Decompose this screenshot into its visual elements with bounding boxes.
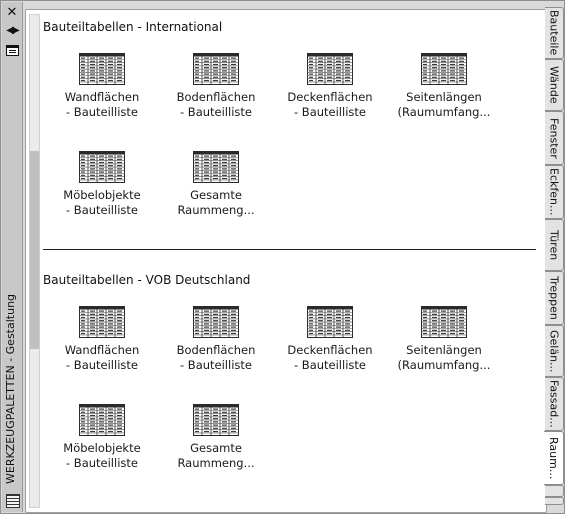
- palette-tabs: Bauteile Wände Fenster Eckfen... Türen T…: [544, 7, 565, 507]
- close-icon[interactable]: ✕: [6, 4, 18, 20]
- tab-label: Gelän...: [547, 329, 561, 373]
- tab-label: Bauteile: [547, 10, 561, 56]
- tab-tueren[interactable]: Türen: [545, 219, 564, 271]
- schedule-table-icon: [307, 306, 353, 338]
- tool-palette-content: Bauteiltabellen - International Wandfläc…: [25, 9, 547, 513]
- tool-label-line2: - Bauteilliste: [180, 105, 252, 119]
- tab-label: Eckfen...: [547, 168, 561, 216]
- schedule-table-icon: [193, 404, 239, 436]
- tab-eckfenster[interactable]: Eckfen...: [545, 165, 564, 219]
- tool-label-line2: - Bauteilliste: [294, 105, 366, 119]
- scrollbar-thumb[interactable]: [30, 151, 39, 349]
- tab-gelaender[interactable]: Gelän...: [545, 325, 564, 377]
- tab-fassade[interactable]: Fassad...: [545, 377, 564, 431]
- tool-moebelobjekte-international[interactable]: Möbelobjekte - Bauteilliste: [52, 150, 152, 218]
- tab-waende[interactable]: Wände: [545, 59, 564, 111]
- tool-label-line2: Raummeng...: [177, 203, 255, 217]
- tool-label-line1: Gesamte: [190, 188, 242, 202]
- tool-wandflaechen-vob[interactable]: Wandflächen - Bauteilliste: [52, 305, 152, 373]
- tab-stub: [545, 497, 564, 505]
- tool-label-line1: Deckenflächen: [287, 90, 373, 104]
- tool-label-line2: - Bauteilliste: [66, 358, 138, 372]
- autohide-icon[interactable]: ◀▶: [6, 25, 19, 36]
- tool-label-line2: - Bauteilliste: [180, 358, 252, 372]
- tool-deckenflaechen-international[interactable]: Deckenflächen - Bauteilliste: [280, 52, 380, 120]
- tab-label: Fassad...: [547, 380, 561, 428]
- tool-moebelobjekte-vob[interactable]: Möbelobjekte - Bauteilliste: [52, 403, 152, 471]
- tab-fenster[interactable]: Fenster: [545, 111, 564, 165]
- tab-stub: [545, 485, 564, 497]
- tool-label-line2: (Raumumfang...: [397, 358, 491, 372]
- schedule-table-icon: [421, 53, 467, 85]
- tool-label-line2: - Bauteilliste: [66, 105, 138, 119]
- palette-menu-icon[interactable]: [6, 494, 20, 508]
- properties-icon[interactable]: [5, 43, 19, 57]
- schedule-table-icon: [79, 404, 125, 436]
- tool-label-line1: Möbelobjekte: [63, 441, 141, 455]
- tool-label-line2: Raummeng...: [177, 456, 255, 470]
- tab-bauteile[interactable]: Bauteile: [545, 7, 564, 59]
- schedule-table-icon: [193, 53, 239, 85]
- tool-wandflaechen-international[interactable]: Wandflächen - Bauteilliste: [52, 52, 152, 120]
- tool-deckenflaechen-vob[interactable]: Deckenflächen - Bauteilliste: [280, 305, 380, 373]
- section-header-international[interactable]: Bauteiltabellen - International: [43, 20, 223, 34]
- palette-title: WERKZEUGPALETTEN - Gestaltung: [4, 293, 17, 484]
- schedule-table-icon: [79, 306, 125, 338]
- section-header-vob[interactable]: Bauteiltabellen - VOB Deutschland: [43, 273, 251, 287]
- tab-label: Türen: [547, 229, 561, 261]
- tool-label-line1: Gesamte: [190, 441, 242, 455]
- section-divider: [43, 249, 536, 250]
- tab-label: Treppen: [547, 276, 561, 320]
- tool-seitenlaengen-vob[interactable]: Seitenlängen (Raumumfang...: [394, 305, 494, 373]
- tool-label-line2: (Raumumfang...: [397, 105, 491, 119]
- tool-label-line1: Seitenlängen: [406, 90, 482, 104]
- tab-treppen[interactable]: Treppen: [545, 271, 564, 325]
- tool-label-line2: - Bauteilliste: [294, 358, 366, 372]
- schedule-table-icon: [307, 53, 353, 85]
- schedule-table-icon: [421, 306, 467, 338]
- tool-label-line1: Deckenflächen: [287, 343, 373, 357]
- tab-label: Fenster: [547, 117, 561, 159]
- tool-label-line1: Bodenflächen: [176, 90, 256, 104]
- tab-label: Raum...: [547, 436, 560, 480]
- tool-label-line1: Möbelobjekte: [63, 188, 141, 202]
- tool-label-line1: Wandflächen: [64, 343, 140, 357]
- schedule-table-icon: [79, 53, 125, 85]
- vertical-scrollbar[interactable]: [29, 14, 40, 508]
- tool-seitenlaengen-international[interactable]: Seitenlängen (Raumumfang...: [394, 52, 494, 120]
- tool-gesamte-raummengen-vob[interactable]: Gesamte Raummeng...: [166, 403, 266, 471]
- tool-gesamte-raummengen-international[interactable]: Gesamte Raummeng...: [166, 150, 266, 218]
- schedule-table-icon: [193, 151, 239, 183]
- tool-label-line1: Bodenflächen: [176, 343, 256, 357]
- palette-title-bar[interactable]: ✕ ◀▶ WERKZEUGPALETTEN - Gestaltung: [2, 2, 23, 512]
- schedule-table-icon: [79, 151, 125, 183]
- tab-raum[interactable]: Raum...: [544, 431, 564, 485]
- tool-label-line1: Wandflächen: [64, 90, 140, 104]
- tool-bodenflaechen-international[interactable]: Bodenflächen - Bauteilliste: [166, 52, 266, 120]
- tool-label-line2: - Bauteilliste: [66, 203, 138, 217]
- tool-label-line1: Seitenlängen: [406, 343, 482, 357]
- schedule-table-icon: [193, 306, 239, 338]
- tab-label: Wände: [547, 66, 561, 104]
- tool-label-line2: - Bauteilliste: [66, 456, 138, 470]
- tool-bodenflaechen-vob[interactable]: Bodenflächen - Bauteilliste: [166, 305, 266, 373]
